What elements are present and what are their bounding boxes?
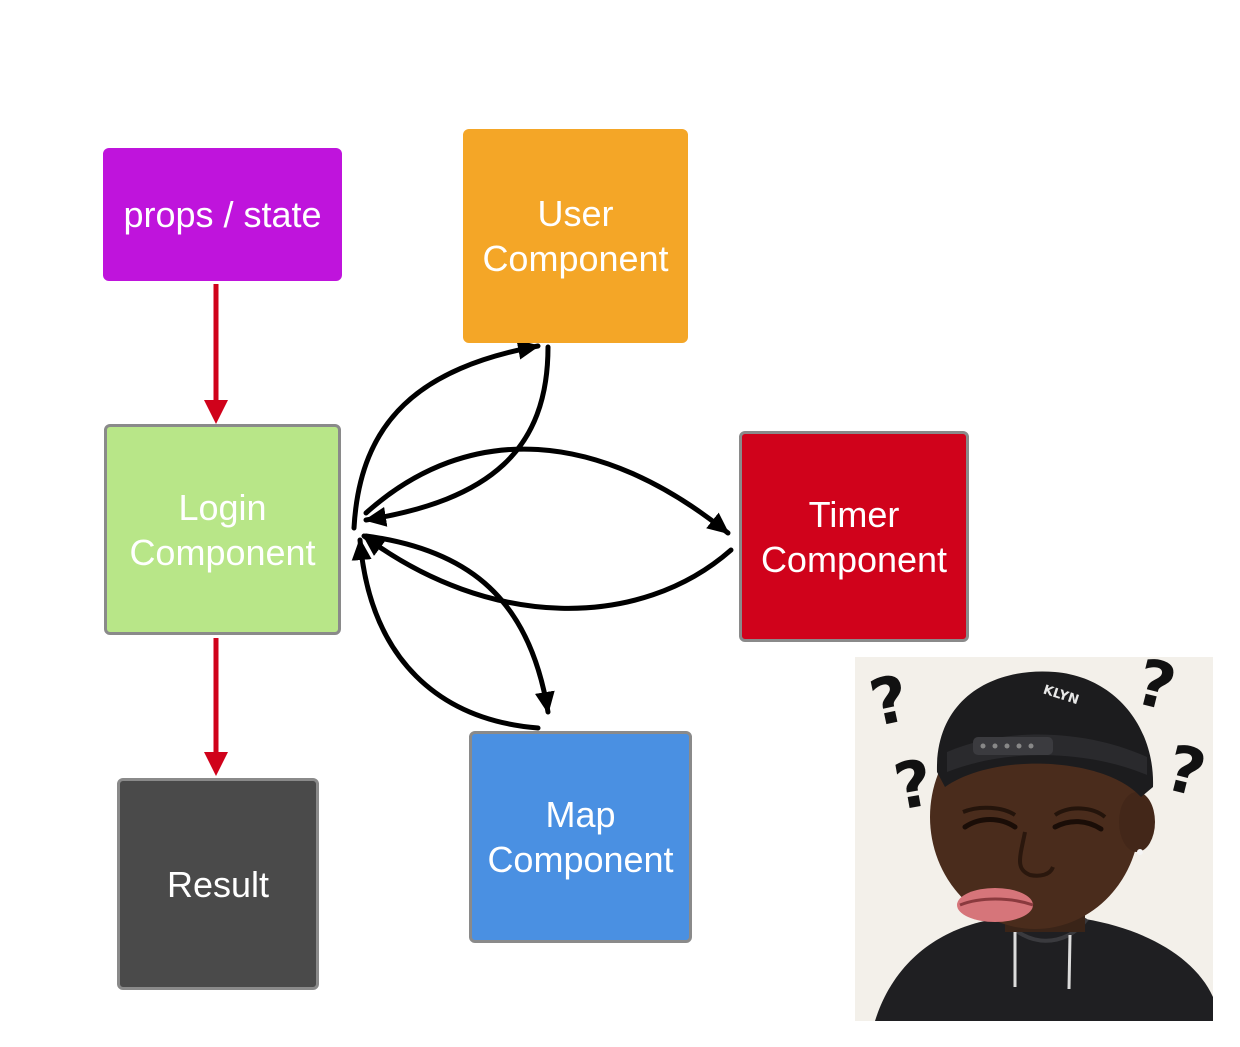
login-component-label: Login Component (129, 486, 316, 573)
user-component-label: User Component (482, 193, 669, 279)
result-label: Result (166, 863, 270, 905)
login-component-box: Login Component (104, 424, 341, 635)
map-component-label: Map Component (487, 794, 674, 880)
arrow-props-to-login (204, 284, 228, 424)
confused-person-illustration: KLYN (855, 657, 1213, 1021)
confused-person-photo: KLYN ? ? ? ? (855, 657, 1213, 1021)
arrow-login-to-map (363, 533, 555, 715)
arrow-user-to-login (363, 344, 551, 527)
result-box: Result (117, 778, 319, 990)
props-state-box: props / state (103, 148, 342, 281)
arrow-login-to-user (351, 339, 541, 531)
timer-component-box: Timer Component (739, 431, 969, 642)
map-component-box: Map Component (469, 731, 692, 943)
arrow-login-to-timer (363, 446, 731, 536)
user-component-box: User Component (463, 129, 688, 343)
arrow-map-to-login (351, 537, 541, 731)
props-state-label: props / state (123, 194, 322, 235)
arrow-login-to-result (204, 638, 228, 776)
timer-component-label: Timer Component (760, 493, 948, 580)
arrow-timer-to-login (361, 533, 734, 611)
